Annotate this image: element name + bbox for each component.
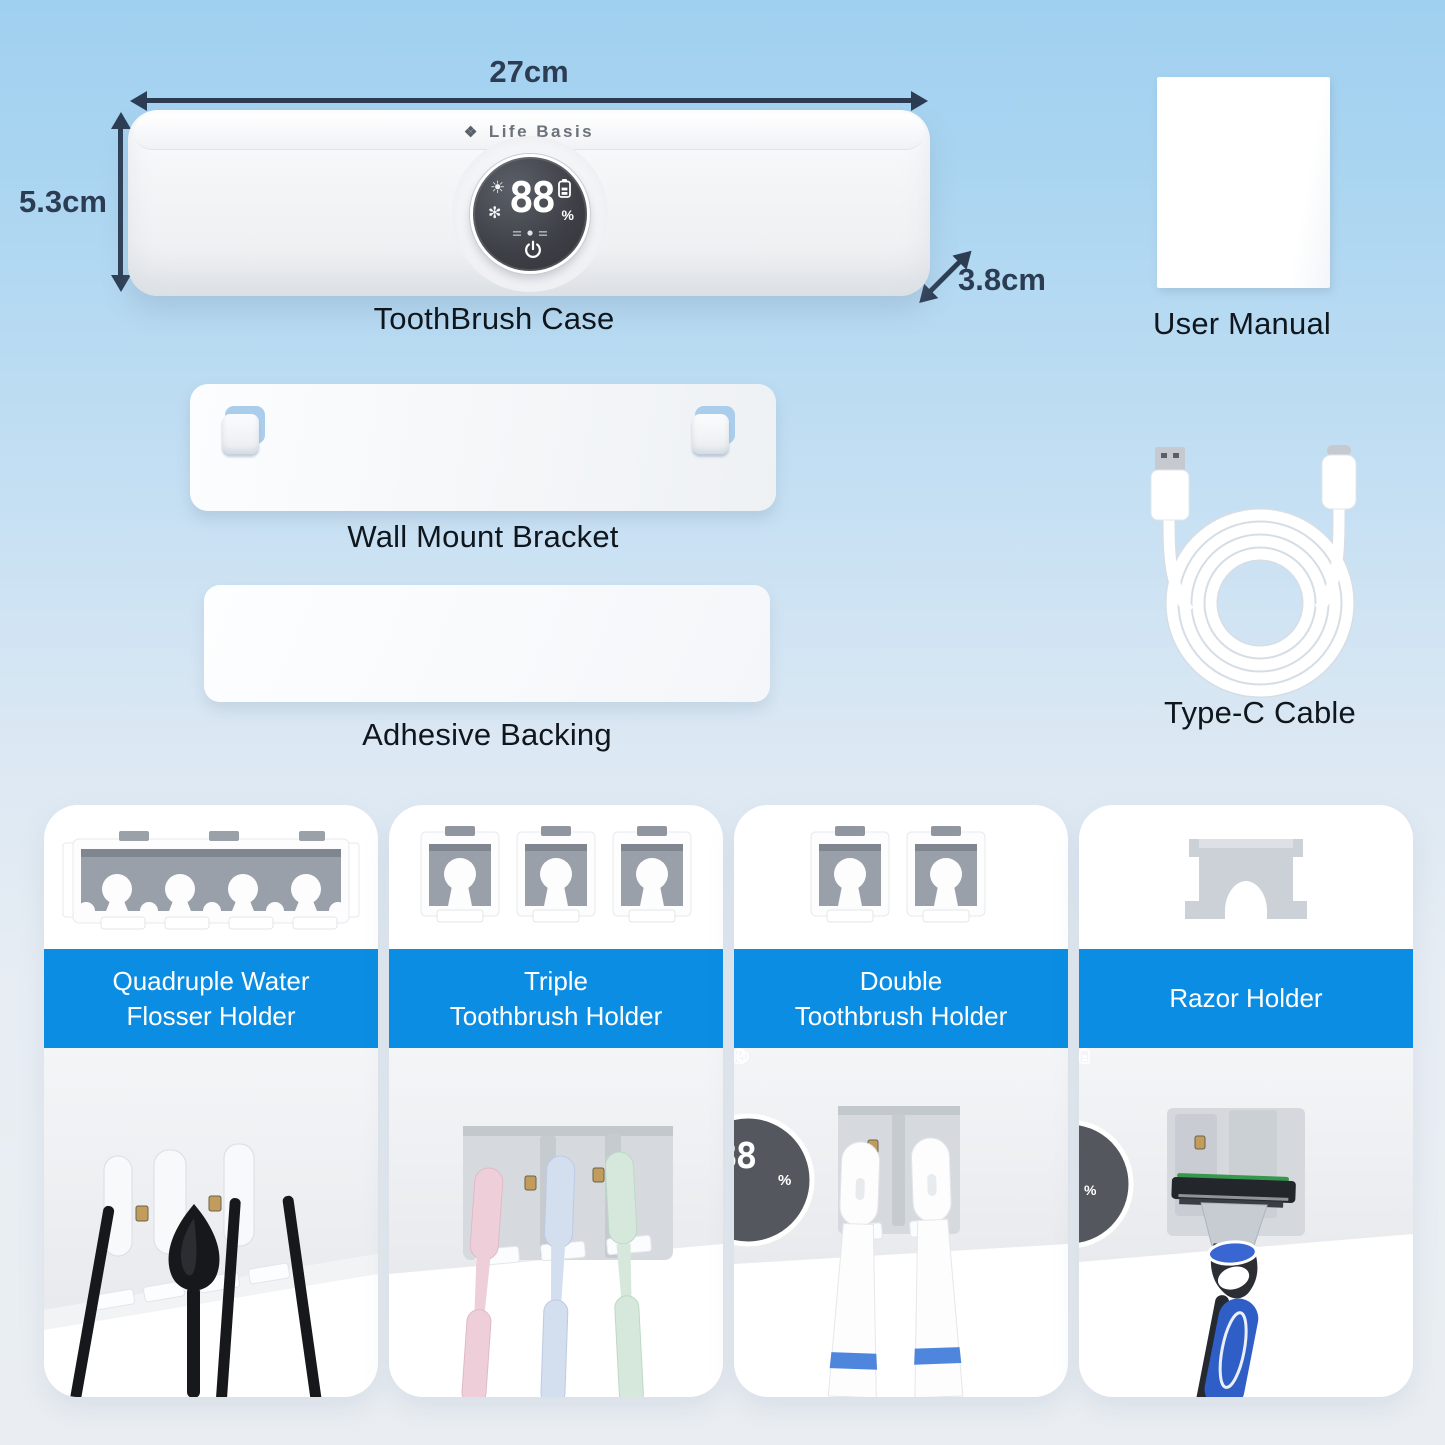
holder-title-line1: Triple [523, 965, 589, 996]
holder-card-razor: Razor Holder [1079, 805, 1413, 1397]
double-toothbrush-holder-art [734, 805, 1068, 949]
display-digits-fragment: 88 [734, 1136, 757, 1177]
led-display: ☀ ✻ 88 % [470, 154, 590, 274]
holder-title-line1: Razor Holder [1169, 983, 1323, 1013]
battery-icon [1079, 1048, 1090, 1064]
led-display-partial [1079, 1120, 1134, 1248]
usb-a-connector [1150, 447, 1190, 521]
holder-title-band: Triple Toothbrush Holder [389, 949, 723, 1048]
width-dimension-label: 27cm [489, 54, 569, 89]
height-dimension-label: 5.3cm [19, 184, 107, 219]
holder-title-line1: Double [859, 965, 943, 996]
razor-photo: % [1079, 1048, 1413, 1397]
holder-title-line2: Toothbrush Holder [794, 1000, 1008, 1031]
power-icon [736, 1049, 749, 1063]
electric-brush-head-right [910, 1137, 964, 1397]
type-c-cable-label: Type-C Cable [1164, 695, 1356, 730]
percent-label: % [561, 207, 574, 223]
quadruple-flosser-holder-art [44, 805, 378, 949]
power-icon [525, 240, 541, 258]
toothbrush-blue [540, 1155, 576, 1397]
display-percent-fragment: % [778, 1172, 792, 1189]
toothbrush-green [604, 1151, 644, 1397]
bracket-hook-right [692, 406, 736, 456]
uv-led [208, 1195, 222, 1212]
usb-c-connector [1321, 445, 1357, 510]
adhesive-backing-render [204, 585, 770, 702]
brand-logo-text: Life Basis [488, 121, 595, 141]
bracket-hook-left [222, 406, 266, 456]
width-dimension-arrow [130, 90, 928, 111]
double-toothbrush-photo: 88 % [734, 1048, 1068, 1397]
toothbrush-case-render: ❖ Life Basis ☀ ✻ 88 % [128, 110, 930, 296]
indicator-dots [513, 230, 547, 236]
holder-title-band: Double Toothbrush Holder [734, 949, 1068, 1048]
adhesive-backing-label: Adhesive Backing [362, 717, 612, 752]
quadruple-flosser-photo [44, 1048, 378, 1397]
display-percent-fragment: % [1084, 1182, 1097, 1198]
holder-title-line2: Toothbrush Holder [449, 1000, 663, 1031]
led-display-partial [734, 1113, 815, 1247]
cable-coil [1162, 506, 1355, 698]
electric-brush-head-left [827, 1141, 881, 1397]
battery-percentage-digits: 88 [508, 173, 557, 222]
holder-card-quadruple-flosser: Quadruple Water Flosser Holder [44, 805, 378, 1397]
height-dimension-arrow [110, 112, 131, 292]
razor-render [1171, 1173, 1296, 1397]
toothbrush-case-label: ToothBrush Case [373, 301, 615, 336]
holder-title-line2: Flosser Holder [126, 1000, 296, 1031]
holder-title-band: Quadruple Water Flosser Holder [44, 949, 378, 1048]
depth-dimension-arrow [928, 259, 962, 294]
uv-led [135, 1205, 149, 1222]
triple-toothbrush-photo [389, 1048, 723, 1397]
holder-title-line1: Quadruple Water [112, 965, 310, 996]
holder-card-double-toothbrush: Double Toothbrush Holder [734, 805, 1068, 1397]
battery-icon [558, 179, 571, 198]
wall-mount-bracket-label: Wall Mount Bracket [347, 519, 619, 554]
triple-toothbrush-holder-art [389, 805, 723, 949]
holder-card-triple-toothbrush: Triple Toothbrush Holder [389, 805, 723, 1397]
fan-icon: ✻ [488, 205, 502, 222]
wall-mount-bracket-render [190, 384, 776, 511]
razor-holder-art [1079, 805, 1413, 949]
toothbrush-pink [461, 1167, 504, 1397]
user-manual-label: User Manual [1153, 306, 1331, 341]
user-manual-sheet [1157, 77, 1330, 288]
holder-title-band: Razor Holder [1079, 949, 1413, 1048]
type-c-cable-render [1150, 445, 1357, 698]
depth-dimension-label: 3.8cm [958, 262, 1046, 297]
sun-icon: ☀ [490, 178, 506, 197]
brand-diamond-icon: ❖ [463, 123, 480, 141]
